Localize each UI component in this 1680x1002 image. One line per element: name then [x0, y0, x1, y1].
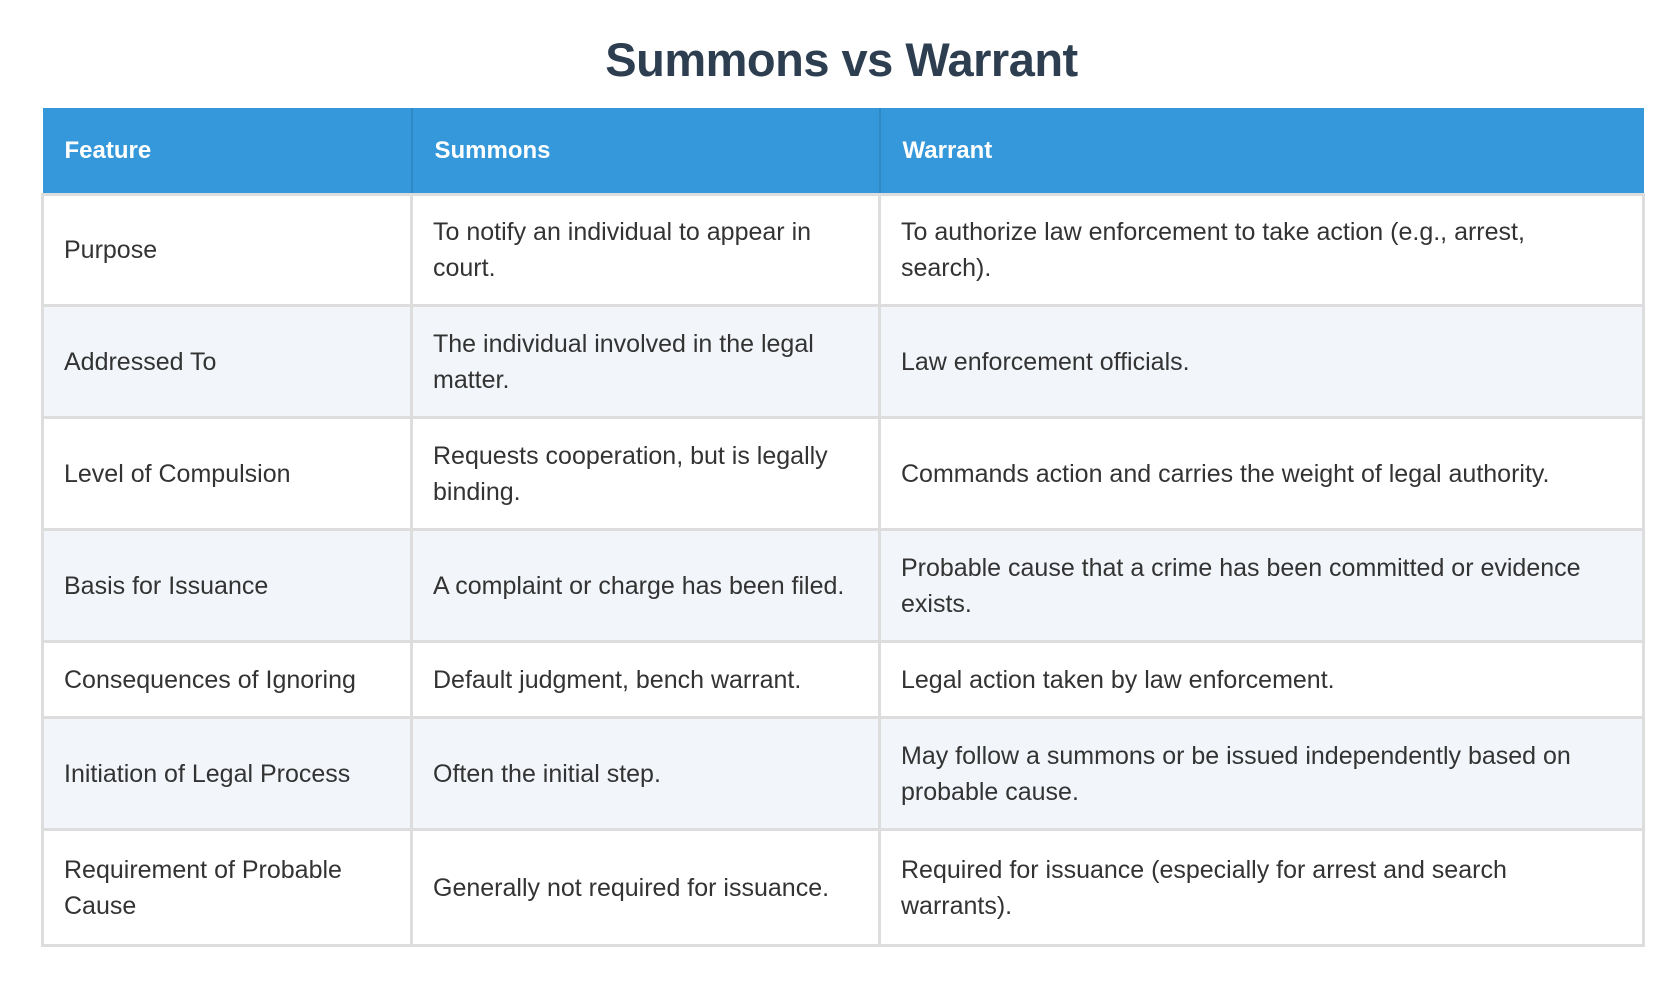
warrant-cell: May follow a summons or be issued indepe… [878, 716, 1645, 831]
header-summons: Summons [411, 108, 881, 196]
table-row: Level of Compulsion Requests cooperation… [41, 416, 1645, 531]
summons-cell: A complaint or charge has been filed. [410, 528, 881, 643]
feature-cell: Purpose [41, 193, 413, 307]
table-row: Basis for Issuance A complaint or charge… [41, 528, 1645, 643]
table-row: Requirement of Probable Cause Generally … [41, 828, 1645, 947]
warrant-cell: To authorize law enforcement to take act… [878, 193, 1645, 307]
warrant-cell: Legal action taken by law enforcement. [878, 640, 1645, 719]
feature-cell: Initiation of Legal Process [41, 716, 413, 831]
table-row: Addressed To The individual involved in … [41, 304, 1645, 419]
feature-cell: Basis for Issuance [41, 528, 413, 643]
header-feature: Feature [42, 108, 413, 196]
summons-cell: To notify an individual to appear in cou… [410, 193, 881, 307]
page: Summons vs Warrant Feature Summons Warra… [41, 28, 1645, 947]
table-row: Purpose To notify an individual to appea… [41, 193, 1645, 307]
summons-cell: Generally not required for issuance. [410, 828, 881, 947]
summons-cell: Often the initial step. [410, 716, 881, 831]
page-title: Summons vs Warrant [605, 33, 1078, 86]
warrant-cell: Law enforcement officials. [878, 304, 1645, 419]
warrant-cell: Probable cause that a crime has been com… [878, 528, 1645, 643]
warrant-cell: Commands action and carries the weight o… [878, 416, 1645, 531]
warrant-cell: Required for issuance (especially for ar… [878, 828, 1645, 947]
table-row: Consequences of Ignoring Default judgmen… [41, 640, 1645, 719]
summons-cell: Requests cooperation, but is legally bin… [410, 416, 881, 531]
feature-cell: Addressed To [41, 304, 413, 419]
feature-cell: Requirement of Probable Cause [41, 828, 413, 947]
comparison-table: Feature Summons Warrant Purpose To notif… [41, 108, 1645, 947]
feature-cell: Consequences of Ignoring [41, 640, 413, 719]
header-warrant: Warrant [879, 108, 1644, 196]
table-header-row: Feature Summons Warrant [42, 108, 1644, 196]
feature-cell: Level of Compulsion [41, 416, 413, 531]
table-row: Initiation of Legal Process Often the in… [41, 716, 1645, 831]
summons-cell: Default judgment, bench warrant. [410, 640, 881, 719]
summons-cell: The individual involved in the legal mat… [410, 304, 881, 419]
